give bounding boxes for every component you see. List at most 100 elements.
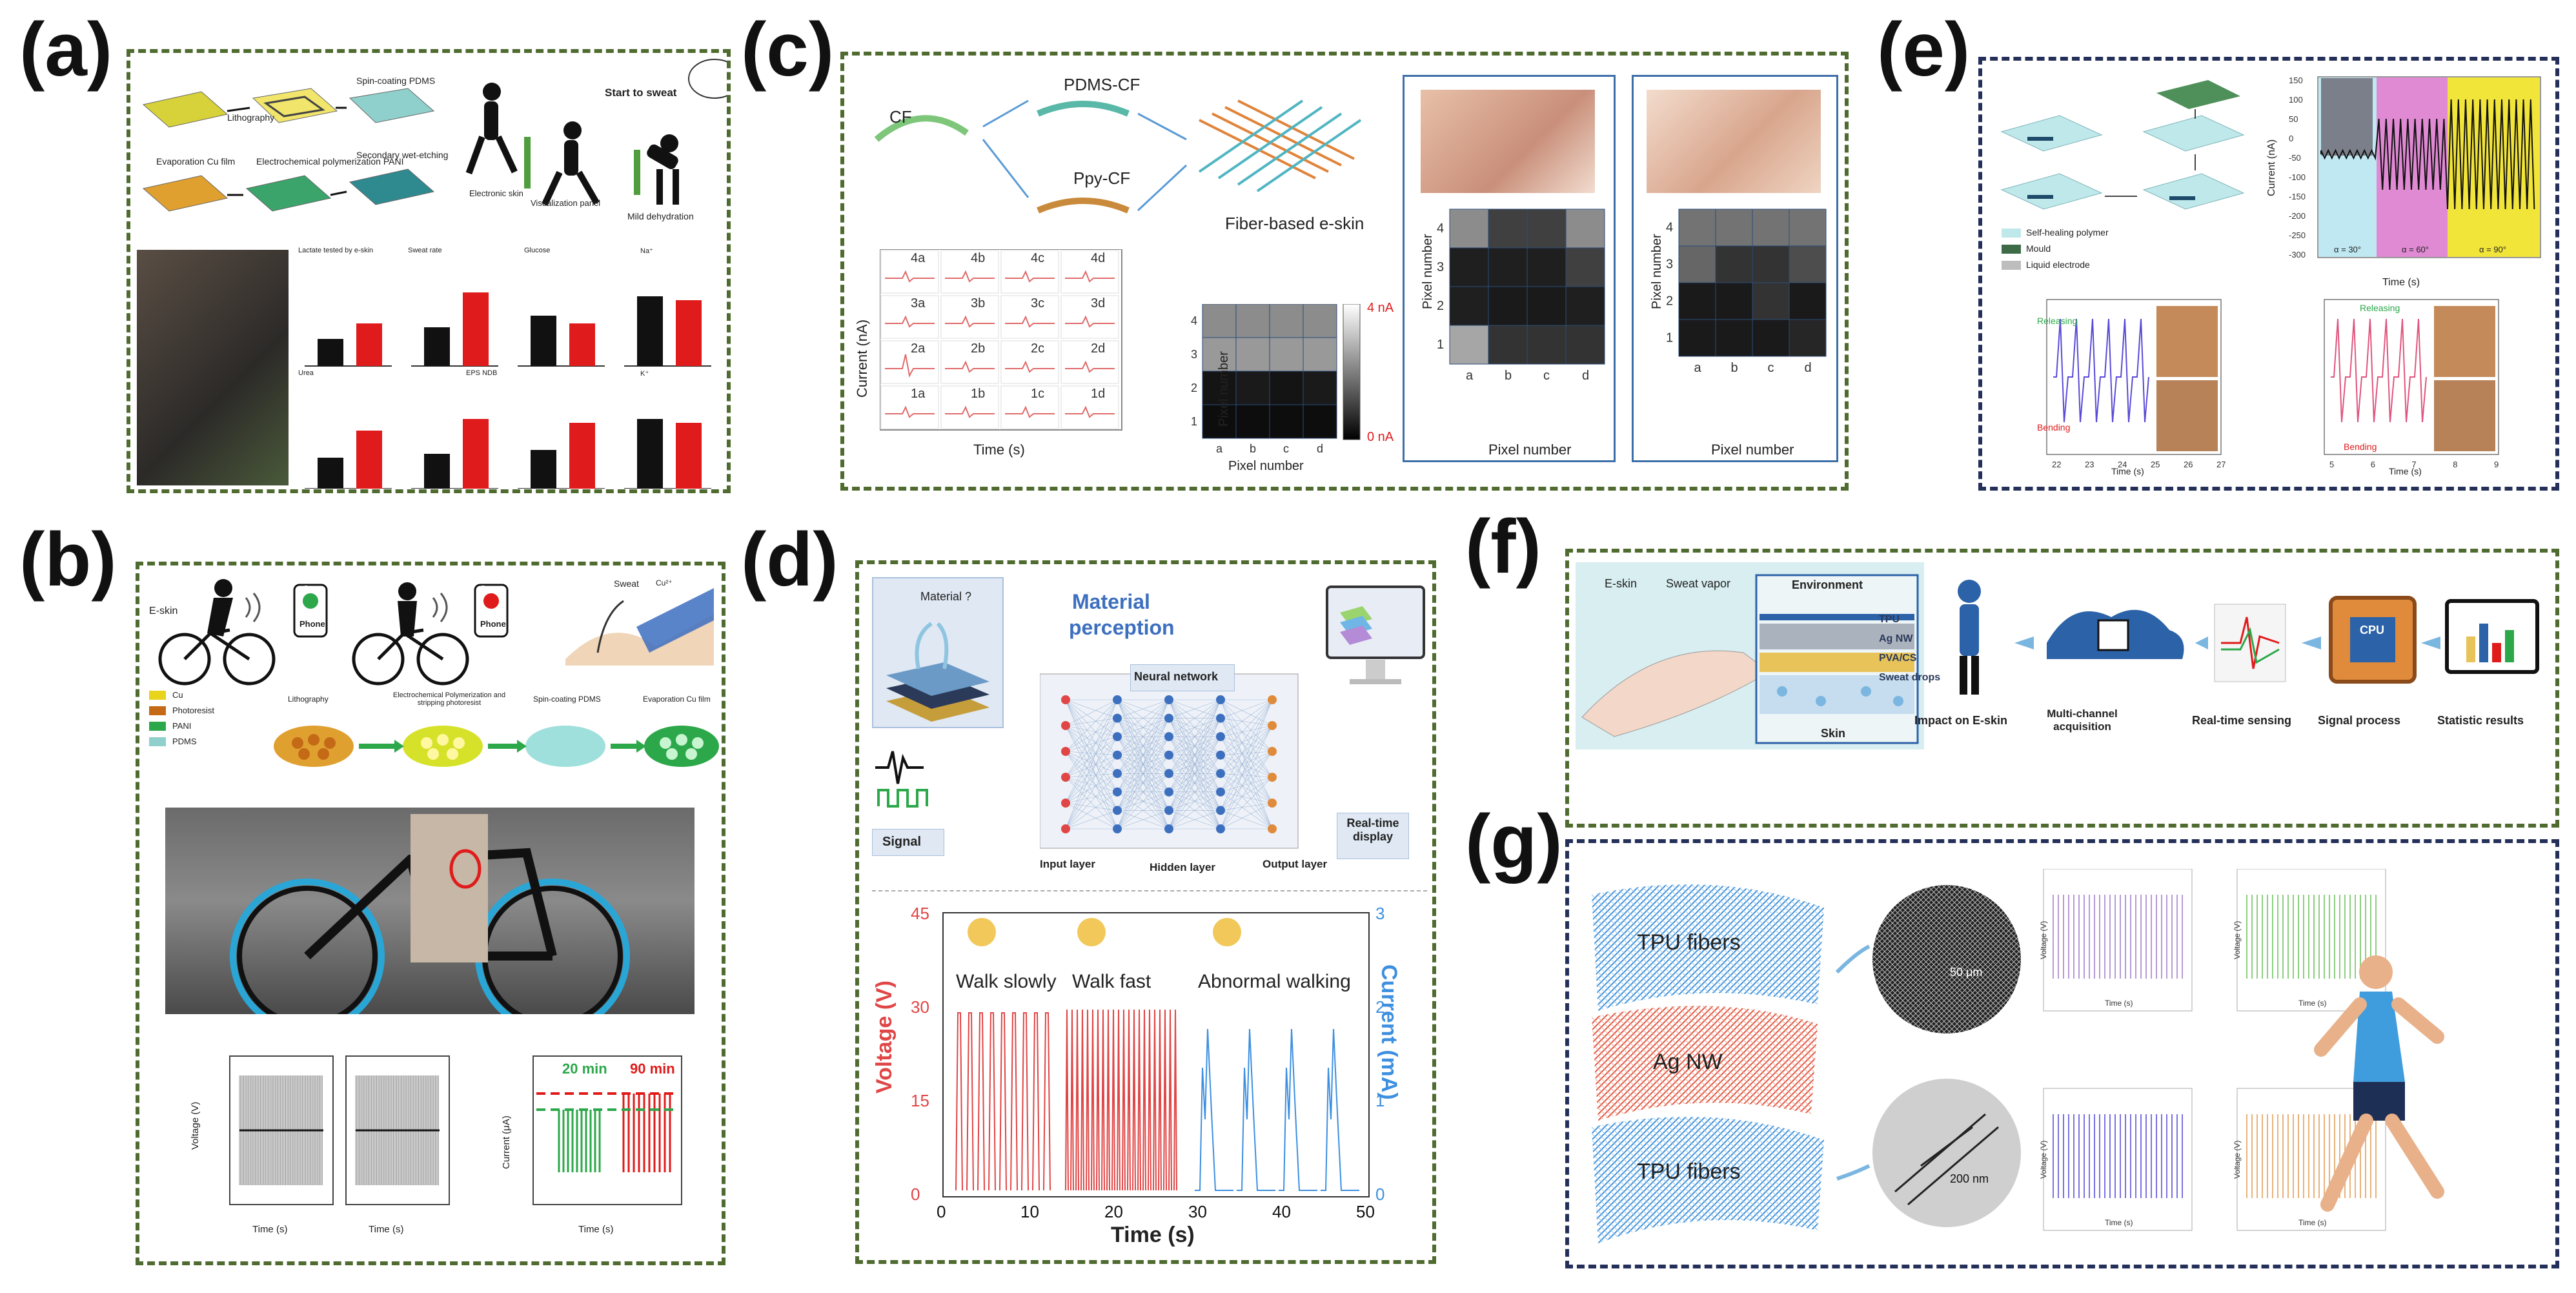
heat-cell [1303,371,1337,405]
nn-edge [1117,755,1170,830]
nn-edge [1220,755,1273,830]
panel-b-process-discs [274,726,719,767]
heat-cell [1715,319,1753,357]
heat-cell [1202,337,1237,372]
nn-edge [1065,751,1118,756]
panel-f-arm-sketch [1581,574,1919,744]
nn-node [1113,806,1122,815]
voltage-plot-frame [2043,1088,2193,1231]
panel-d-signal-glyph [875,751,928,808]
panel-b-cyclist-scene [158,579,509,686]
nn-edge [1065,725,1118,793]
heat-cell [1789,282,1827,320]
xtick: 50 [1356,1202,1375,1221]
panel-b-process-lithography: Lithography [288,695,329,704]
grid-cell [1060,250,1119,294]
nn-edge [1065,755,1118,830]
nn-node [1164,769,1173,779]
heat-xtick: a [1466,369,1474,383]
nn-edge [1220,802,1273,830]
panel-a-glucose-title: Glucose [524,247,551,254]
panel-f-letter: (f) [1465,504,1541,589]
heat-cell [1202,404,1237,439]
ytick: 150 [2289,76,2303,85]
grid-trace [1065,270,1115,283]
bar-10min [424,454,450,489]
grid-trace [1005,270,1055,283]
voltage-ylabel: Voltage (V) [2233,921,2242,959]
grid-cell-label: 3c [1031,296,1044,311]
heat-ytick: 4 [1191,314,1197,327]
heat-cell [1235,304,1270,338]
bar-30min [676,300,702,366]
panel-e-small1-xlabel: Time (s) [2111,466,2144,476]
panel-f-layer-tpu: TPU [1879,614,1900,625]
nn-edge [1168,773,1221,830]
panel-d-material-layers [886,622,989,722]
panel-d-monitor [1326,585,1425,684]
nn-edge [1220,736,1273,752]
nn-edge [1220,718,1273,778]
nn-edge [1220,802,1273,811]
nn-edge [1220,777,1273,793]
heat-cell [1678,245,1716,283]
bend-trace [2331,318,2427,423]
grid-cell [1000,340,1059,384]
panel-c-cbar-top: 4 nA [1367,301,1394,315]
panel-e-legend-electrode: Liquid electrode [2026,260,2090,270]
nn-node [1216,732,1225,742]
grid-cell-label: 1d [1091,387,1105,401]
nn-edge [1220,751,1273,756]
panel-c-cf-label: CF [889,107,912,127]
heat-cell [1269,337,1304,372]
grid-trace [885,354,935,378]
grid-trace [945,270,995,283]
panel-d-signal-label: Signal [882,835,922,849]
panel-a-step-spincoat: Spin-coating PDMS [356,76,436,86]
nn-edge [1220,755,1273,778]
nn-node [1061,799,1070,808]
nn-node [1164,806,1173,815]
panel-b-eskin-label: E-skin [149,606,178,616]
panel-c-current-ylabel: Current (nA) [854,319,870,398]
panel-e-mould-schematic [2000,80,2245,270]
nn-edge [1065,725,1118,774]
panel-c-time-xlabel: Time (s) [973,442,1025,458]
panel-b-legend: Cu Photoresist PANI PDMS [149,688,265,750]
panel-d-hidden-label: Hidden layer [1150,861,1216,873]
panel-a-letter: (a) [19,7,113,92]
nn-edge [1117,718,1170,830]
grid-trace [945,360,995,373]
bar-10min [531,316,556,366]
heat-xtick: d [1317,442,1323,453]
panel-a-k-title: K⁺ [640,370,649,378]
heat-cell [1752,319,1790,357]
ytick-right: 2 [1375,997,1384,1017]
heat-cell [1488,247,1528,287]
nn-edge [1220,736,1273,830]
panel-e-bend-2: Bending [2344,442,2377,452]
voltage-xlabel: Time (s) [2298,1218,2327,1227]
heat-cell [1678,282,1716,320]
nn-edge [1065,773,1118,830]
nn-edge [1065,699,1118,726]
nn-node [1164,732,1173,742]
panel-f-skin-label: Skin [1821,727,1846,740]
ytick: -50 [2289,153,2301,163]
nn-edge [1065,777,1118,811]
panel-f-cpu-label: CPU [2360,624,2385,636]
heat-cell [1488,209,1528,249]
signal-walk-slowly [955,1012,1051,1191]
panel-f-step-process: Signal process [2318,714,2401,727]
nn-edge [1220,773,1273,830]
nn-edge [1065,699,1118,778]
heat-cell [1526,325,1567,365]
panel-b-legend-photoresist: Photoresist [149,704,265,719]
grid-cell [880,295,939,339]
panel-d-title-2: perception [1069,616,1175,639]
nn-edge [1065,718,1118,778]
panel-a-step-evaporation: Evaporation Cu film [156,156,236,167]
heat-xtick: a [1694,361,1702,375]
nn-node [1113,787,1122,797]
